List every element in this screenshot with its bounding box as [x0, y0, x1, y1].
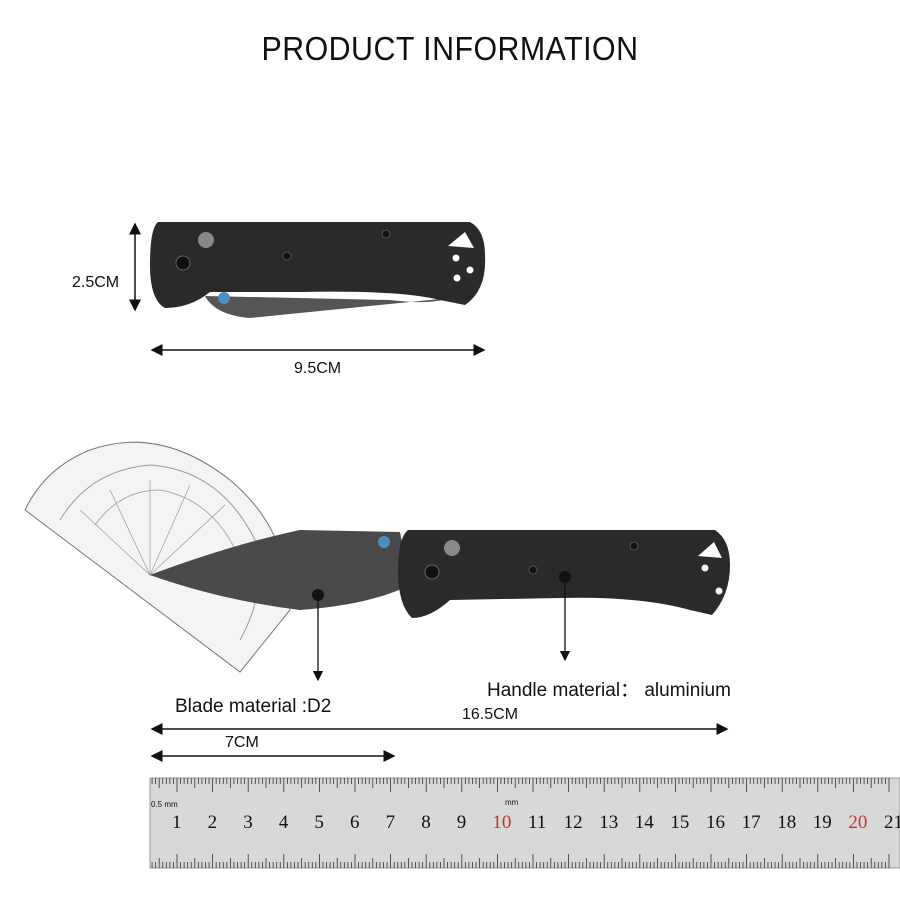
height-label: 2.5CM	[72, 274, 120, 291]
ruler-number: 1	[172, 812, 182, 833]
ruler-image	[149, 777, 900, 869]
ruler-number: 15	[670, 812, 690, 833]
protractor-image	[24, 441, 291, 673]
blade-material-label: Blade material :D2	[175, 696, 332, 717]
ruler-number: 3	[243, 812, 253, 833]
total-length-label: 16.5CM	[462, 706, 519, 723]
ruler-number: 9	[456, 812, 467, 833]
ruler-number: 17	[741, 812, 761, 833]
ruler-number: 19	[812, 812, 832, 833]
ruler-unit-mark-mm: mm	[505, 798, 519, 807]
ruler-number: 2	[207, 812, 218, 833]
ruler-number: 10	[492, 812, 512, 833]
ruler-number: 8	[421, 812, 431, 833]
folded-knife-image	[150, 222, 486, 318]
ruler-number: 7	[385, 812, 396, 833]
blade-length-label: 7CM	[225, 734, 259, 751]
ruler-number: 16	[706, 812, 725, 833]
ruler-unit-mark: 0.5 mm	[151, 800, 178, 809]
ruler-number: 14	[634, 812, 654, 833]
ruler-number: 20	[848, 812, 868, 833]
ruler-number: 18	[777, 812, 797, 833]
ruler-number: 5	[314, 812, 324, 833]
ruler-number: 6	[350, 812, 360, 833]
handle-material-label: Handle material： aluminium	[487, 680, 731, 701]
ruler-number: 13	[599, 812, 619, 833]
ruler-number: 4	[278, 812, 289, 833]
folded-length-label: 9.5CM	[294, 360, 342, 377]
ruler-number: 12	[563, 812, 583, 833]
ruler-number: 21	[884, 812, 900, 833]
open-knife-image	[150, 530, 730, 618]
page-title: PRODUCT INFORMATION	[261, 30, 639, 67]
ruler-number: 11	[528, 812, 547, 833]
